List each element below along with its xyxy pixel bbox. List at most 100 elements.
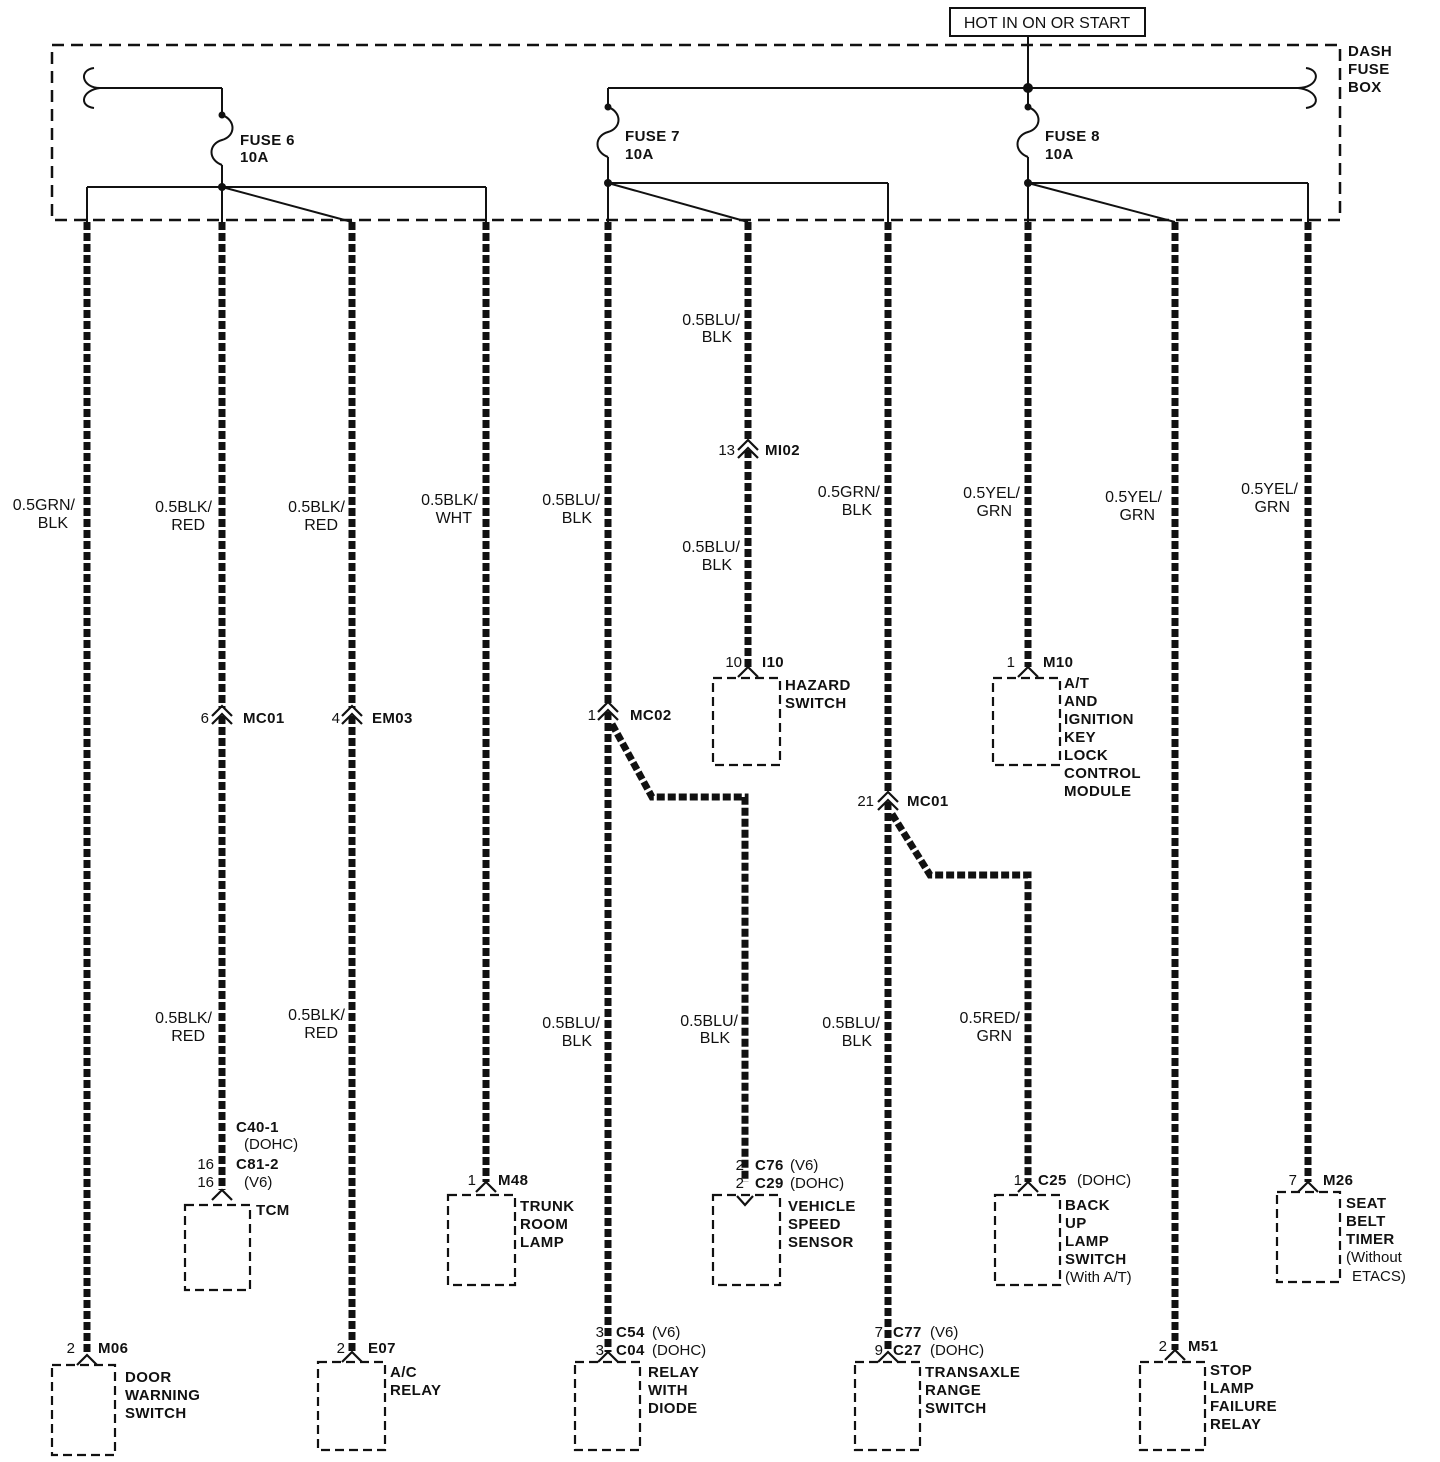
wire-color-label: 0.5BLK/ — [155, 499, 212, 516]
connector-id: C77 — [893, 1324, 922, 1341]
inline-connector-pin: 1 — [588, 707, 596, 724]
wire-color-label: 0.5BLK/ — [288, 1007, 345, 1024]
fuse-box-label-line: FUSE — [1348, 61, 1390, 78]
connector-id: E07 — [368, 1340, 396, 1357]
connector-variant: (DOHC) — [244, 1136, 298, 1153]
component-box — [183, 1203, 252, 1292]
wire-color-label: 0.5GRN/ — [818, 484, 881, 501]
wire-color-label: 0.5YEL/ — [1241, 481, 1298, 498]
component-box — [1275, 1190, 1342, 1284]
connector-symbol — [341, 1350, 363, 1363]
bus-fuse-stub-right — [1297, 67, 1317, 109]
inline-connector-id: MC01 — [907, 793, 949, 810]
connector-variant: (V6) — [930, 1324, 958, 1341]
inline-connector-id: MC01 — [243, 710, 285, 727]
component-box — [316, 1360, 387, 1452]
connector-symbol — [211, 1188, 233, 1201]
wire-color-label: 0.5RED/ — [960, 1010, 1021, 1027]
connector-symbol — [877, 1350, 899, 1363]
circuit-back-up-lamp-switch: 0.5RED/ GRN 1 C25 (DOHC) BACK UP LAMP SW… — [889, 812, 1132, 1287]
circuit-relay-with-diode: 0.5BLU/ BLK 1 MC02 0.5BLU/ BLK 3 C54 (V6… — [542, 222, 706, 1452]
component-label: RANGE — [925, 1382, 981, 1399]
wire-color-label: GRN — [1119, 507, 1155, 524]
wire-color-label: BLK — [702, 557, 733, 574]
connector-pin: 2 — [736, 1157, 744, 1174]
wire-color-label: GRN — [976, 503, 1012, 520]
component-label: BACK — [1065, 1197, 1110, 1214]
connector-variant: (DOHC) — [1077, 1172, 1131, 1189]
component-box — [711, 676, 782, 767]
fuse-7: FUSE 7 10A — [596, 88, 889, 223]
connector-pin: 2 — [337, 1340, 345, 1357]
component-box — [573, 1360, 642, 1452]
inline-connector-id: MI02 — [765, 442, 800, 459]
inline-connector-pin: 4 — [332, 710, 340, 727]
component-label: SWITCH — [125, 1405, 187, 1422]
wire-color-label: RED — [171, 517, 205, 534]
component-label: RELAY — [648, 1364, 699, 1381]
component-label: TRUNK — [520, 1198, 575, 1215]
circuit-at-ignition-key-lock-module: 0.5YEL/ GRN 1 M10 A/T AND IGNITION KEY L… — [963, 222, 1141, 800]
connector-id: C40-1 — [236, 1119, 279, 1136]
wire-color-label: 0.5BLU/ — [542, 1015, 600, 1032]
component-box — [991, 676, 1062, 767]
inline-connector-symbol — [597, 700, 619, 721]
component-label: (With A/T) — [1065, 1269, 1132, 1286]
wire-color-label: 0.5BLK/ — [421, 492, 478, 509]
component-label: AND — [1064, 693, 1098, 710]
connector-id: M06 — [98, 1340, 128, 1357]
connector-symbol — [597, 1350, 619, 1363]
wire-color-label: 0.5YEL/ — [963, 485, 1020, 502]
wire-color-label: BLK — [842, 1033, 873, 1050]
component-label: A/C — [390, 1364, 417, 1381]
component-label: SEAT — [1346, 1195, 1387, 1212]
component-label: VEHICLE — [788, 1198, 856, 1215]
component-label: STOP — [1210, 1362, 1252, 1379]
wire-color-label: RED — [171, 1028, 205, 1045]
fuse-name: FUSE 6 — [240, 132, 295, 149]
inline-connector-pin: 13 — [718, 442, 735, 459]
fuse-6: FUSE 6 10A — [86, 88, 487, 223]
connector-id: M26 — [1323, 1172, 1353, 1189]
connector-variant: (V6) — [790, 1157, 818, 1174]
connector-pin: 9 — [875, 1342, 883, 1359]
connector-id: C54 — [616, 1324, 645, 1341]
connector-variant: (DOHC) — [790, 1175, 844, 1192]
component-label: SWITCH — [925, 1400, 987, 1417]
component-label: TCM — [256, 1202, 290, 1219]
wire-color-label: 0.5BLK/ — [155, 1010, 212, 1027]
connector-pin: 16 — [197, 1174, 214, 1191]
component-label: TIMER — [1346, 1231, 1395, 1248]
component-label: SWITCH — [785, 695, 847, 712]
connector-symbol — [737, 665, 759, 678]
connector-pin: 2 — [67, 1340, 75, 1357]
component-label: BELT — [1346, 1213, 1386, 1230]
connector-id: C81-2 — [236, 1156, 279, 1173]
connector-pin: 3 — [596, 1324, 604, 1341]
branch-wire — [889, 812, 1032, 1182]
dash-fuse-box: DASH FUSE BOX — [50, 43, 1392, 222]
component-box — [1138, 1360, 1207, 1452]
component-box — [711, 1193, 782, 1287]
connector-id: C27 — [893, 1342, 922, 1359]
connector-pin: 10 — [725, 654, 742, 671]
component-label: SENSOR — [788, 1234, 854, 1251]
connector-pin: 3 — [596, 1342, 604, 1359]
circuit-stop-lamp-failure-relay: 0.5YEL/ GRN 2 M51 STOP LAMP FAILURE RELA… — [1105, 222, 1277, 1452]
circuit-ac-relay: 0.5BLK/ RED 4 EM03 0.5BLK/ RED 2 E07 A/C… — [288, 222, 441, 1452]
inline-connector-symbol — [211, 704, 233, 725]
component-label: IGNITION — [1064, 711, 1134, 728]
circuit-door-warning-switch: 0.5GRN/ BLK 2 M06 DOOR WARNING SWITCH — [13, 222, 200, 1457]
circuit-transaxle-range-switch: 0.5GRN/ BLK 21 MC01 0.5BLU/ BLK 7 C77 (V… — [818, 222, 1020, 1452]
component-box — [446, 1193, 517, 1287]
power-source-box — [949, 7, 1146, 37]
component-label: DOOR — [125, 1369, 172, 1386]
component-label: RELAY — [1210, 1416, 1261, 1433]
connector-id: M48 — [498, 1172, 528, 1189]
component-label: RELAY — [390, 1382, 441, 1399]
component-label: LAMP — [1065, 1233, 1109, 1250]
connector-symbol — [736, 1195, 754, 1207]
component-label: FAILURE — [1210, 1398, 1277, 1415]
connector-pin: 7 — [1289, 1172, 1297, 1189]
wire-color-label: 0.5BLK/ — [288, 499, 345, 516]
